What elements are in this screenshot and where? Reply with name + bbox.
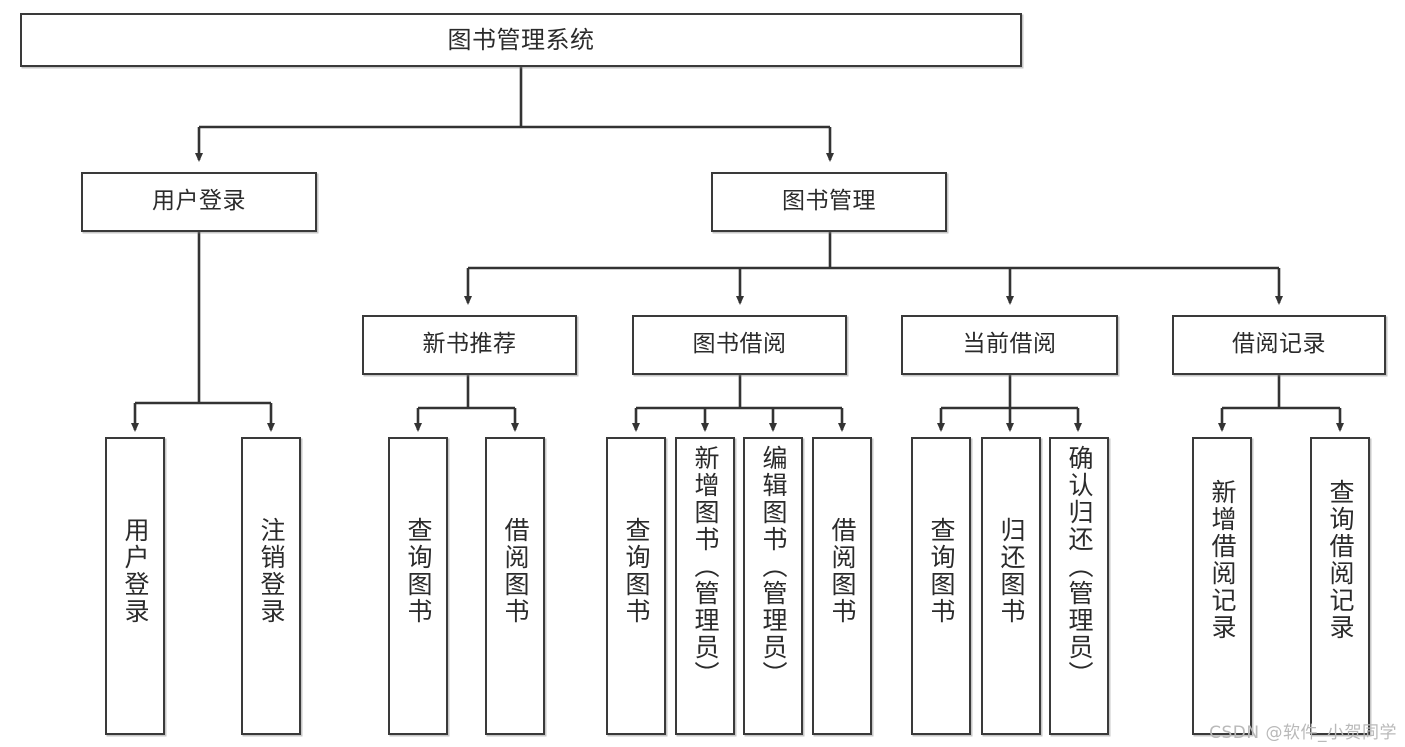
node-leaf-query-book-1[interactable]: 查询图书 (388, 437, 448, 735)
node-user-login[interactable]: 用户登录 (81, 172, 317, 232)
node-book-management[interactable]: 图书管理 (711, 172, 947, 232)
node-leaf-add-borrow-record[interactable]: 新增借阅记录 (1192, 437, 1252, 735)
node-label: 新书推荐 (422, 331, 517, 358)
node-leaf-borrow-book-2[interactable]: 借阅图书 (812, 437, 872, 735)
node-label: 用户登录 (121, 517, 150, 625)
node-current-borrow[interactable]: 当前借阅 (901, 315, 1118, 375)
node-label: 查询借阅记录 (1326, 479, 1355, 641)
node-borrow-record[interactable]: 借阅记录 (1172, 315, 1386, 375)
node-label: 注销登录 (257, 517, 286, 625)
node-leaf-add-book[interactable]: 新增图书（管理员） (675, 437, 735, 735)
node-label: 用户登录 (152, 188, 246, 215)
node-label: 归还图书 (997, 517, 1026, 625)
watermark-text: CSDN @软件_小贺同学 (1209, 723, 1397, 743)
node-leaf-query-book-2[interactable]: 查询图书 (606, 437, 666, 735)
node-label: 确认归还（管理员） (1065, 445, 1094, 688)
node-leaf-query-book-3[interactable]: 查询图书 (911, 437, 971, 735)
node-leaf-logout-login[interactable]: 注销登录 (241, 437, 301, 735)
node-label: 新增图书（管理员） (691, 445, 720, 688)
node-label: 借阅记录 (1232, 331, 1326, 358)
node-label: 借阅图书 (828, 517, 857, 625)
node-label: 查询图书 (622, 517, 651, 625)
node-leaf-confirm-return[interactable]: 确认归还（管理员） (1049, 437, 1109, 735)
node-label: 编辑图书（管理员） (759, 445, 788, 688)
node-label: 当前借阅 (962, 331, 1057, 358)
node-leaf-query-borrow-record[interactable]: 查询借阅记录 (1310, 437, 1370, 735)
node-label: 新增借阅记录 (1208, 479, 1237, 641)
node-label: 借阅图书 (501, 517, 530, 625)
node-new-book-recommend[interactable]: 新书推荐 (362, 315, 577, 375)
node-label: 查询图书 (404, 517, 433, 625)
node-label: 查询图书 (927, 517, 956, 625)
node-label: 图书管理系统 (447, 25, 595, 54)
node-leaf-borrow-book-1[interactable]: 借阅图书 (485, 437, 545, 735)
node-leaf-edit-book[interactable]: 编辑图书（管理员） (743, 437, 803, 735)
node-label: 图书管理 (782, 188, 876, 215)
node-leaf-return-book[interactable]: 归还图书 (981, 437, 1041, 735)
node-root-system[interactable]: 图书管理系统 (20, 13, 1022, 67)
node-book-borrow[interactable]: 图书借阅 (632, 315, 847, 375)
node-leaf-user-login[interactable]: 用户登录 (105, 437, 165, 735)
node-label: 图书借阅 (692, 331, 787, 358)
